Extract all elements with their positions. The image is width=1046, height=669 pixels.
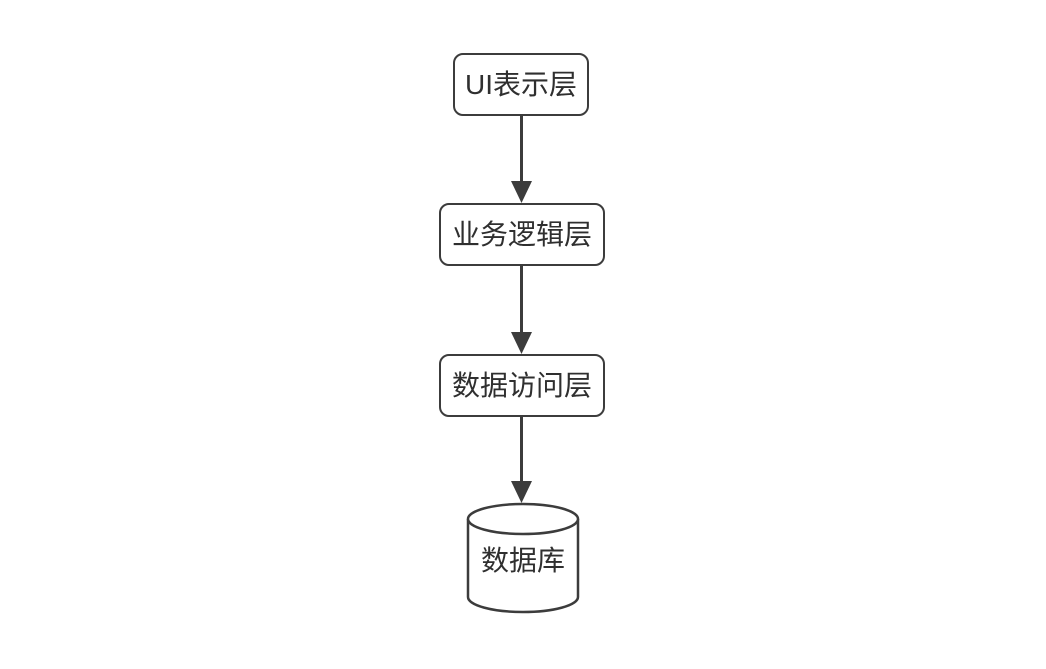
node-business-logic-layer: 业务逻辑层 xyxy=(439,203,605,266)
node-data-access-layer: 数据访问层 xyxy=(439,354,605,417)
node-ui-layer-label: UI表示层 xyxy=(464,68,577,100)
database-cylinder-icon xyxy=(466,502,580,614)
arrow-down-icon xyxy=(511,481,532,503)
arrow-business-to-dataaccess xyxy=(511,266,532,354)
arrow-down-icon xyxy=(511,332,532,354)
node-ui-layer: UI表示层 xyxy=(453,53,589,116)
arrow-down-icon xyxy=(511,181,532,203)
arrow-dataaccess-to-database xyxy=(511,417,532,503)
node-business-logic-layer-label: 业务逻辑层 xyxy=(451,218,592,250)
node-data-access-layer-label: 数据访问层 xyxy=(451,369,592,401)
node-database-label: 数据库 xyxy=(480,545,565,576)
node-database: 数据库 xyxy=(466,502,580,614)
arrow-ui-to-business xyxy=(511,116,532,203)
